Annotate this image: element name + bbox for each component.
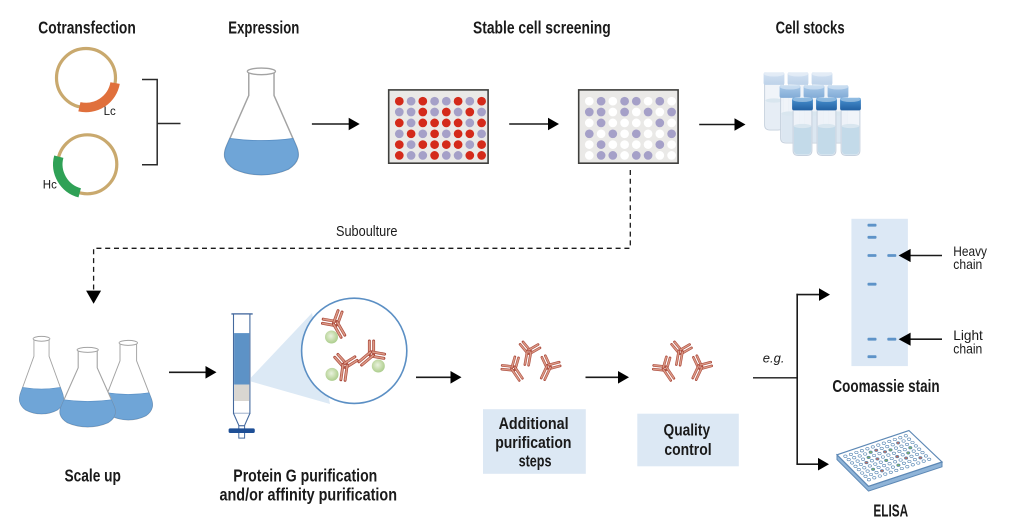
svg-text:Light: Light (953, 327, 983, 343)
svg-text:Quality: Quality (664, 422, 711, 440)
svg-text:Coomassie stain: Coomassie stain (832, 376, 939, 396)
svg-text:Scale up: Scale up (65, 466, 121, 486)
svg-text:steps: steps (519, 453, 552, 471)
svg-text:Suboulture: Suboulture (336, 224, 398, 240)
svg-text:Protein G purification: Protein G purification (233, 466, 377, 486)
svg-text:Additional: Additional (499, 415, 569, 433)
svg-text:Stable cell screening: Stable cell screening (473, 17, 611, 37)
svg-text:chain: chain (953, 340, 982, 356)
svg-text:e.g.: e.g. (763, 350, 785, 365)
svg-text:Lc: Lc (104, 106, 116, 118)
svg-text:Cell stocks: Cell stocks (776, 17, 845, 37)
svg-text:Cotransfection: Cotransfection (38, 17, 136, 37)
svg-text:ELISA: ELISA (873, 501, 908, 521)
svg-text:Expression: Expression (228, 17, 299, 37)
svg-text:chain: chain (953, 256, 982, 272)
svg-text:Heavy: Heavy (953, 243, 987, 259)
svg-text:purification: purification (495, 434, 571, 452)
svg-text:and/or affinity purification: and/or affinity purification (220, 485, 398, 505)
svg-text:Hc: Hc (43, 180, 57, 192)
svg-text:control: control (664, 441, 711, 459)
